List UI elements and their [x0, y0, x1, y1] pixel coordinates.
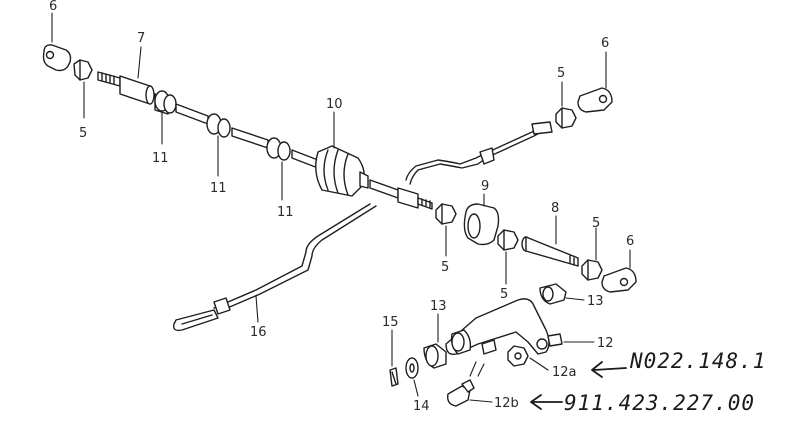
part-11-bushing-c — [266, 137, 291, 161]
part-13-bushing-right — [539, 283, 567, 305]
part-6-ball-socket-left — [42, 44, 72, 72]
part-11-bushing-a — [154, 90, 177, 115]
part-15-clip — [389, 367, 399, 387]
handwritten-annotations: N022.148.1 911.423.227.00 — [530, 349, 766, 415]
callout-6-right: 6 — [626, 234, 634, 249]
part-12a-nut — [507, 345, 529, 367]
upper-right-link — [405, 87, 613, 185]
upper-rod-assembly — [42, 44, 457, 225]
callout-13-right: 13 — [587, 294, 604, 309]
part-5-nut-left — [73, 59, 93, 81]
part-12-bolt — [547, 333, 563, 347]
callout-13-left: 13 — [430, 299, 447, 314]
callout-12: 12 — [597, 336, 614, 351]
arrow-12a — [593, 367, 627, 371]
callout-5-left: 5 — [79, 126, 87, 141]
callout-11-b: 11 — [210, 181, 227, 196]
part-10-bellows-boot — [315, 145, 369, 197]
part-5-nut-right — [581, 259, 603, 281]
callout-8: 8 — [551, 201, 559, 216]
part-14-washer — [405, 357, 419, 379]
lower-lever-assembly — [389, 283, 567, 407]
callout-6-top-right: 6 — [601, 36, 609, 51]
leader-lines — [51, 12, 631, 403]
rod-section-c — [291, 149, 319, 169]
arrow-12b-head — [530, 394, 542, 410]
callout-14: 14 — [413, 399, 430, 414]
part-7-threaded-end — [97, 71, 155, 105]
part-6-ball-socket-top-right — [577, 87, 613, 113]
middle-right-parts — [463, 203, 637, 293]
callout-5-mid-a: 5 — [441, 260, 449, 275]
rod-section-a — [175, 103, 209, 125]
callout-12b: 12b — [494, 396, 519, 411]
part-5-nut-mid-b — [497, 229, 519, 251]
part-16-long-rod — [172, 203, 377, 332]
arrow-12a-head — [591, 361, 603, 378]
part-6-ball-socket-right — [601, 267, 637, 293]
callout-7: 7 — [137, 31, 145, 46]
part-12b-grease-nipple — [446, 379, 475, 407]
part-11-bushing-b — [206, 113, 231, 138]
annotation-part-12b: 911.423.227.00 — [564, 391, 755, 415]
part-5-nut-top-right — [555, 107, 577, 129]
callout-11-c: 11 — [277, 205, 294, 220]
part-10-threaded-extension — [369, 179, 433, 210]
annotation-part-12a: N022.148.1 — [629, 349, 766, 373]
part-8-rod — [521, 236, 579, 267]
callout-6-top-left: 6 — [49, 0, 57, 14]
callout-5-right: 5 — [592, 216, 600, 231]
part-5-nut-mid-a — [435, 203, 457, 225]
callout-numbers: 6 7 5 11 11 11 10 5 6 9 8 5 5 5 6 16 13 … — [49, 0, 634, 414]
callout-11-a: 11 — [152, 151, 169, 166]
callout-15: 15 — [382, 315, 399, 330]
callout-5-top-right: 5 — [557, 66, 565, 81]
callout-10: 10 — [326, 97, 343, 112]
callout-16: 16 — [250, 325, 267, 340]
callout-5-mid-b: 5 — [500, 287, 508, 302]
rod-section-b — [231, 127, 269, 149]
part-13-bushing-left — [423, 343, 447, 369]
callout-12a: 12a — [552, 365, 577, 380]
part-9-block — [463, 203, 500, 246]
callout-9: 9 — [481, 179, 489, 194]
